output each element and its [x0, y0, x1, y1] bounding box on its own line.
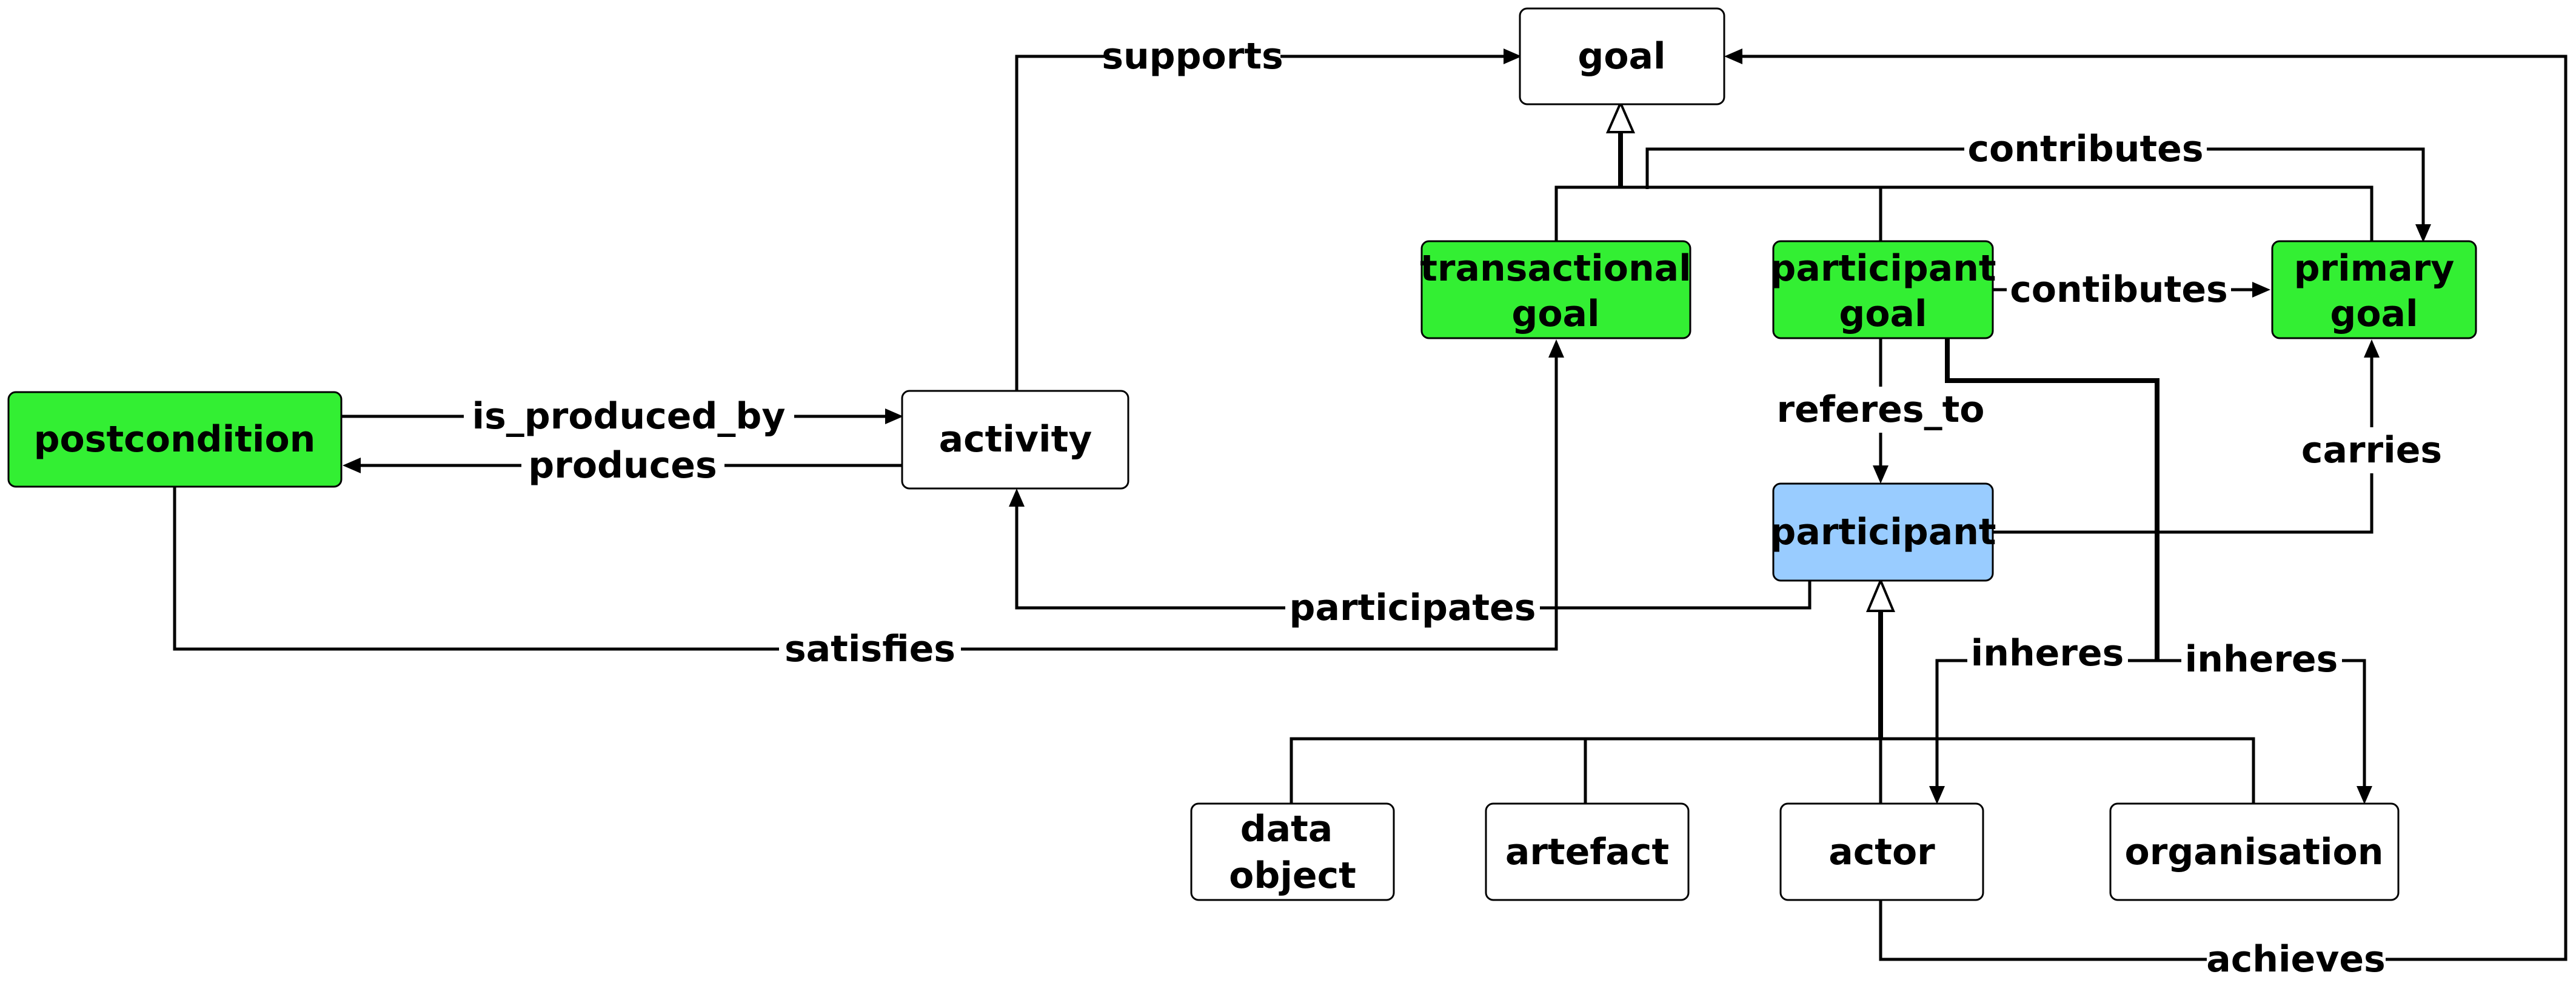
edge-supports	[1015, 48, 1522, 391]
node-organisation[interactable]: organisation	[2109, 802, 2400, 901]
label-inheres-actor: inheres	[1971, 632, 2124, 675]
node-participant[interactable]: participant	[1770, 482, 1996, 582]
generalization-arrowhead-participant	[1865, 577, 1896, 612]
edge-generalization-goal	[1554, 100, 2374, 241]
label-achieves: achieves	[2206, 938, 2386, 981]
label-participates: participates	[1290, 587, 1536, 629]
label-inheres-organisation: inheres	[2185, 638, 2338, 681]
node-transactional-goal-line-1: transactional	[1420, 247, 1691, 290]
edge-achieves	[1724, 48, 2568, 961]
node-data-object-line-2: object	[1229, 855, 1356, 897]
node-artefact[interactable]: artefact	[1485, 802, 1690, 901]
node-data-object[interactable]: data object	[1190, 802, 1395, 901]
node-postcondition-label: postcondition	[34, 418, 316, 461]
node-primary-goal[interactable]: primary goal	[2271, 240, 2477, 339]
node-transactional-goal[interactable]: transactional goal	[1420, 240, 1691, 339]
node-participant-goal[interactable]: participant goal	[1770, 240, 1996, 339]
label-is-produced-by: is_produced_by	[472, 395, 786, 438]
node-primary-goal-line-2: goal	[2330, 293, 2418, 335]
node-artefact-label: artefact	[1505, 831, 1669, 873]
node-postcondition[interactable]: postcondition	[7, 391, 343, 488]
edge-inheres	[1929, 338, 2372, 804]
node-activity-label: activity	[939, 418, 1092, 461]
node-organisation-label: organisation	[2125, 831, 2384, 873]
node-actor[interactable]: actor	[1779, 802, 1984, 901]
label-satisfies: satisfies	[785, 628, 955, 670]
node-data-object-line-1: data	[1240, 808, 1333, 850]
label-referes-to: referes_to	[1777, 388, 1985, 431]
node-activity[interactable]: activity	[901, 390, 1129, 490]
generalization-arrowhead-goal	[1605, 100, 1636, 133]
node-participant-label: participant	[1770, 511, 1996, 553]
node-transactional-goal-line-2: goal	[1511, 293, 1599, 335]
label-contributes: contributes	[1967, 128, 2203, 170]
label-carries: carries	[2301, 429, 2442, 472]
label-supports: supports	[1102, 35, 1283, 78]
node-participant-goal-line-2: goal	[1839, 293, 1927, 335]
edge-generalization-participant	[1290, 577, 2255, 804]
edge-labels-layer: supports contributes contibutes is_produ…	[464, 33, 2452, 982]
node-goal[interactable]: goal	[1519, 7, 1725, 105]
label-contibutes: contibutes	[2010, 268, 2228, 311]
node-primary-goal-line-1: primary	[2294, 247, 2455, 290]
node-actor-label: actor	[1828, 831, 1935, 873]
label-produces: produces	[528, 444, 717, 487]
node-participant-goal-line-1: participant	[1770, 247, 1996, 290]
nodes-layer: goal transactional goal participant goal…	[7, 7, 2477, 901]
node-goal-label: goal	[1577, 35, 1665, 78]
edge-carries	[1993, 339, 2380, 534]
